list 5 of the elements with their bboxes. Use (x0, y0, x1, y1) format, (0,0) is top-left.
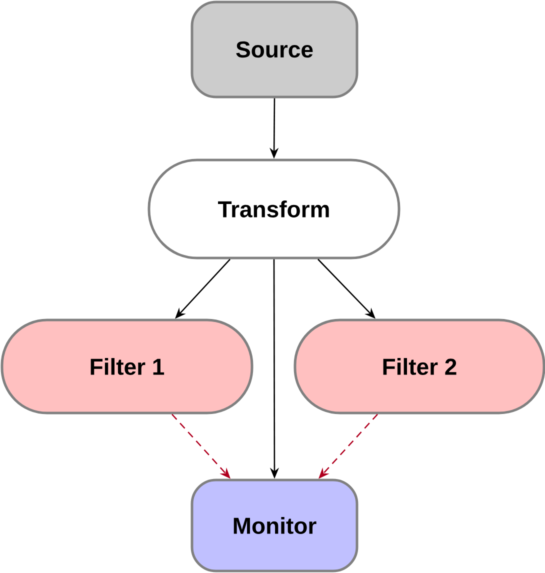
process-box: Monitor (190, 478, 358, 572)
process-box: Source (190, 0, 358, 98)
process-box: Filter 1 (0, 318, 254, 414)
process-box: Transform (148, 158, 400, 260)
process-box: Filter 2 (294, 318, 545, 414)
